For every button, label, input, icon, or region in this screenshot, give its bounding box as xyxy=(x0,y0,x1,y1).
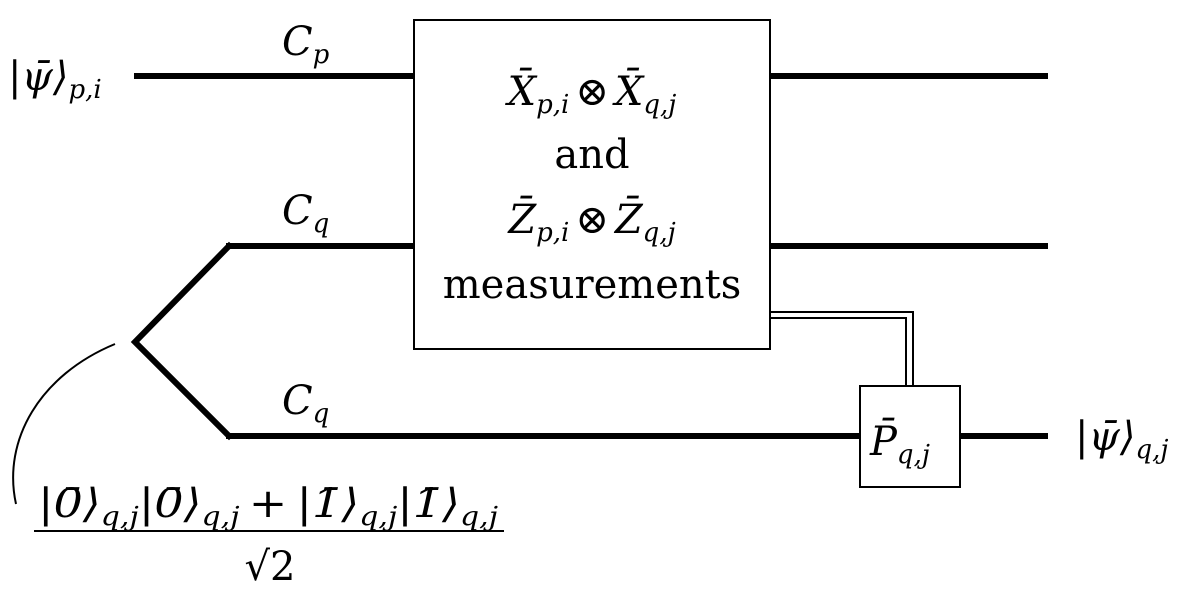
bell-pair-split xyxy=(130,241,234,441)
bell-state-pointer xyxy=(12,343,116,505)
correction-operator: P̄q,j xyxy=(869,418,930,470)
correction-box xyxy=(859,385,961,488)
wire-label-middle: Cq xyxy=(282,188,329,239)
wire-label-top: Cp xyxy=(282,19,330,70)
measurement-word: measurements xyxy=(443,262,742,308)
wire-label-bottom: Cq xyxy=(282,378,329,429)
measurement-zz: Z̄p,i⊗Z̄q,j xyxy=(506,196,675,248)
bell-state-numerator: |0̄⟩q,j|0̄⟩q,j+|1̄⟩q,j|1̄⟩q,j xyxy=(38,481,498,532)
input-state: |ψ̄⟩p,i xyxy=(8,54,102,105)
classical-wire-outer xyxy=(770,311,914,386)
output-state: |ψ̄⟩q,j xyxy=(1075,414,1168,465)
measurement-xx: X̄p,i⊗X̄q,j xyxy=(505,68,677,120)
measurement-and: and xyxy=(554,132,629,178)
classical-wire-inner xyxy=(770,317,907,386)
measurement-box xyxy=(413,19,771,350)
bell-state-denominator: √2 xyxy=(245,544,296,590)
